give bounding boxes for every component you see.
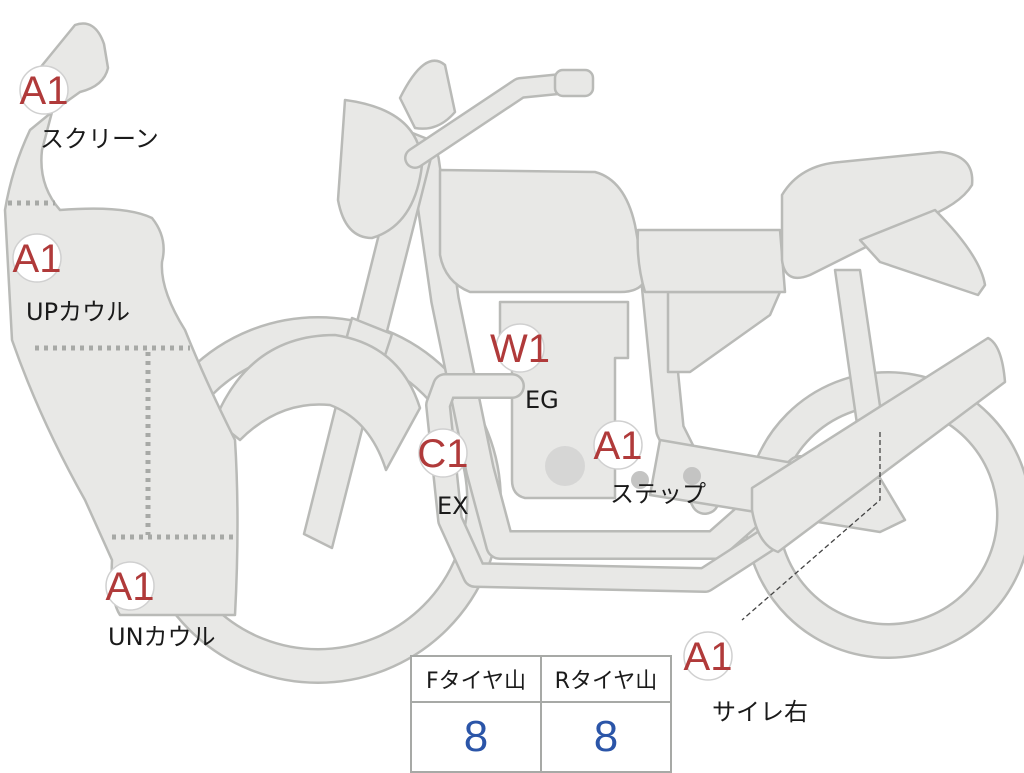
tail-cowl: [858, 208, 987, 297]
seat-front: [636, 228, 787, 294]
tire-tread-table: Fタイヤ山 Rタイヤ山 8 8: [410, 655, 672, 773]
rear-tire-tread-header: Rタイヤ山: [540, 655, 672, 703]
front-fender: [213, 333, 422, 472]
fuel-tank: [438, 168, 647, 294]
marker-up-cowl: A1 UPカウル: [12, 233, 130, 326]
front-tire-tread-header: Fタイヤ山: [410, 655, 542, 703]
marker-code: W1: [490, 327, 550, 371]
marker-label: UPカウル: [26, 298, 130, 326]
marker-code: A1: [594, 424, 643, 468]
marker-label: EX: [437, 492, 469, 520]
marker-code: A1: [20, 69, 69, 113]
marker-code: A1: [106, 565, 155, 609]
seat-rear: [780, 150, 974, 280]
muffler: [750, 336, 1007, 554]
marker-code: C1: [417, 432, 468, 476]
front-tire-tread-value: 8: [410, 701, 542, 773]
marker-un-cowl: A1 UNカウル: [105, 561, 216, 651]
marker-label: スクリーン: [40, 125, 159, 153]
muffler-leader-line: [741, 432, 881, 621]
rear-tire-tread-value: 8: [540, 701, 672, 773]
marker-step: A1 ステップ: [593, 420, 706, 508]
marker-muffler-right: A1 サイレ右: [683, 631, 808, 726]
marker-label: EG: [525, 386, 559, 414]
fairing: [3, 110, 239, 617]
side-cover: [666, 290, 782, 374]
marker-screen: A1 スクリーン: [19, 65, 159, 153]
handlebar: [398, 59, 595, 169]
marker-label: サイレ右: [712, 698, 808, 726]
marker-engine: W1 EG: [490, 323, 559, 414]
fairing-sections: [8, 200, 235, 540]
marker-code: A1: [684, 635, 733, 679]
marker-code: A1: [13, 237, 62, 281]
marker-label: UNカウル: [108, 623, 216, 651]
marker-label: ステップ: [610, 480, 706, 508]
exhaust-pipes: [425, 373, 803, 593]
headlight: [336, 98, 424, 240]
marker-exhaust: C1 EX: [417, 428, 469, 520]
